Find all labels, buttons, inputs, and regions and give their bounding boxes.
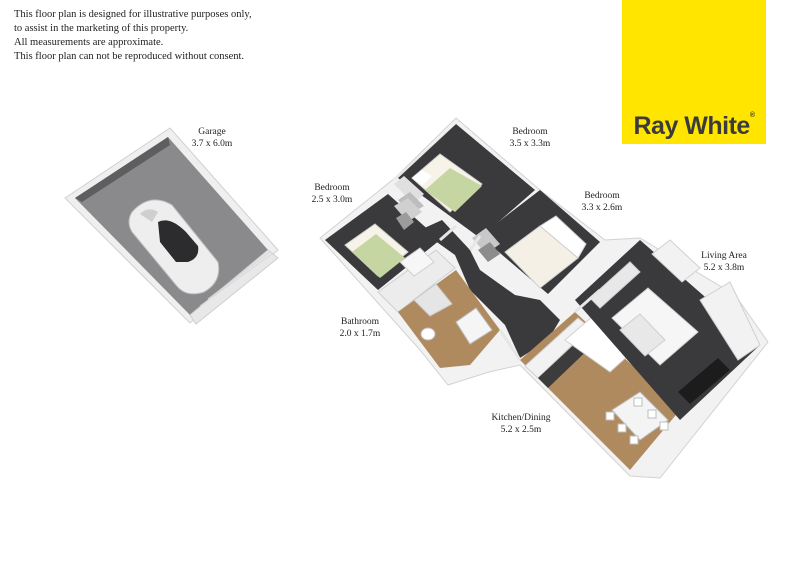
bedroom-top	[392, 118, 535, 238]
room-name: Bedroom	[314, 183, 350, 193]
garage	[64, 127, 279, 325]
room-size: 5.2 x 3.8m	[703, 263, 745, 273]
room-name: Kitchen/Dining	[491, 413, 551, 423]
logo-text: Ray White	[633, 112, 750, 140]
room-name: Living Area	[701, 251, 747, 261]
room-name: Bedroom	[512, 127, 548, 137]
disclaimer-line: This floor plan can not be reproduced wi…	[14, 51, 245, 62]
bathroom-label: Bathroom 2.0 x 1.7m	[320, 316, 400, 340]
registered-mark: ®	[749, 112, 755, 119]
living-area-label: Living Area 5.2 x 3.8m	[684, 250, 764, 274]
disclaimer-line: This floor plan is designed for illustra…	[14, 9, 252, 20]
disclaimer-line: to assist in the marketing of this prope…	[14, 23, 189, 34]
room-size: 3.3 x 2.6m	[581, 203, 623, 213]
kitchen-dining	[520, 309, 680, 470]
living-area	[575, 239, 761, 420]
room-size: 2.0 x 1.7m	[339, 329, 381, 339]
kitchen-dining-label: Kitchen/Dining 5.2 x 2.5m	[476, 412, 566, 436]
bedroom-left	[325, 194, 440, 290]
disclaimer: This floor plan is designed for illustra…	[14, 8, 252, 64]
room-size: 3.7 x 6.0m	[191, 139, 233, 149]
ray-white-logo: Ray White®	[622, 0, 766, 144]
room-size: 3.5 x 3.3m	[509, 139, 551, 149]
room-name: Bathroom	[341, 317, 379, 327]
room-size: 2.5 x 3.0m	[311, 195, 353, 205]
bedroom-right	[472, 190, 600, 294]
house	[319, 117, 769, 479]
room-name: Bedroom	[584, 191, 620, 201]
bathroom	[377, 247, 500, 368]
car	[128, 199, 220, 295]
disclaimer-line: All measurements are approximate.	[14, 37, 164, 48]
garage-label: Garage 3.7 x 6.0m	[172, 126, 252, 150]
room-name: Garage	[198, 127, 226, 137]
bedroom-label: Bedroom 3.5 x 3.3m	[490, 126, 570, 150]
bedroom-label: Bedroom 2.5 x 3.0m	[292, 182, 372, 206]
room-size: 5.2 x 2.5m	[500, 425, 542, 435]
bedroom-label: Bedroom 3.3 x 2.6m	[562, 190, 642, 214]
